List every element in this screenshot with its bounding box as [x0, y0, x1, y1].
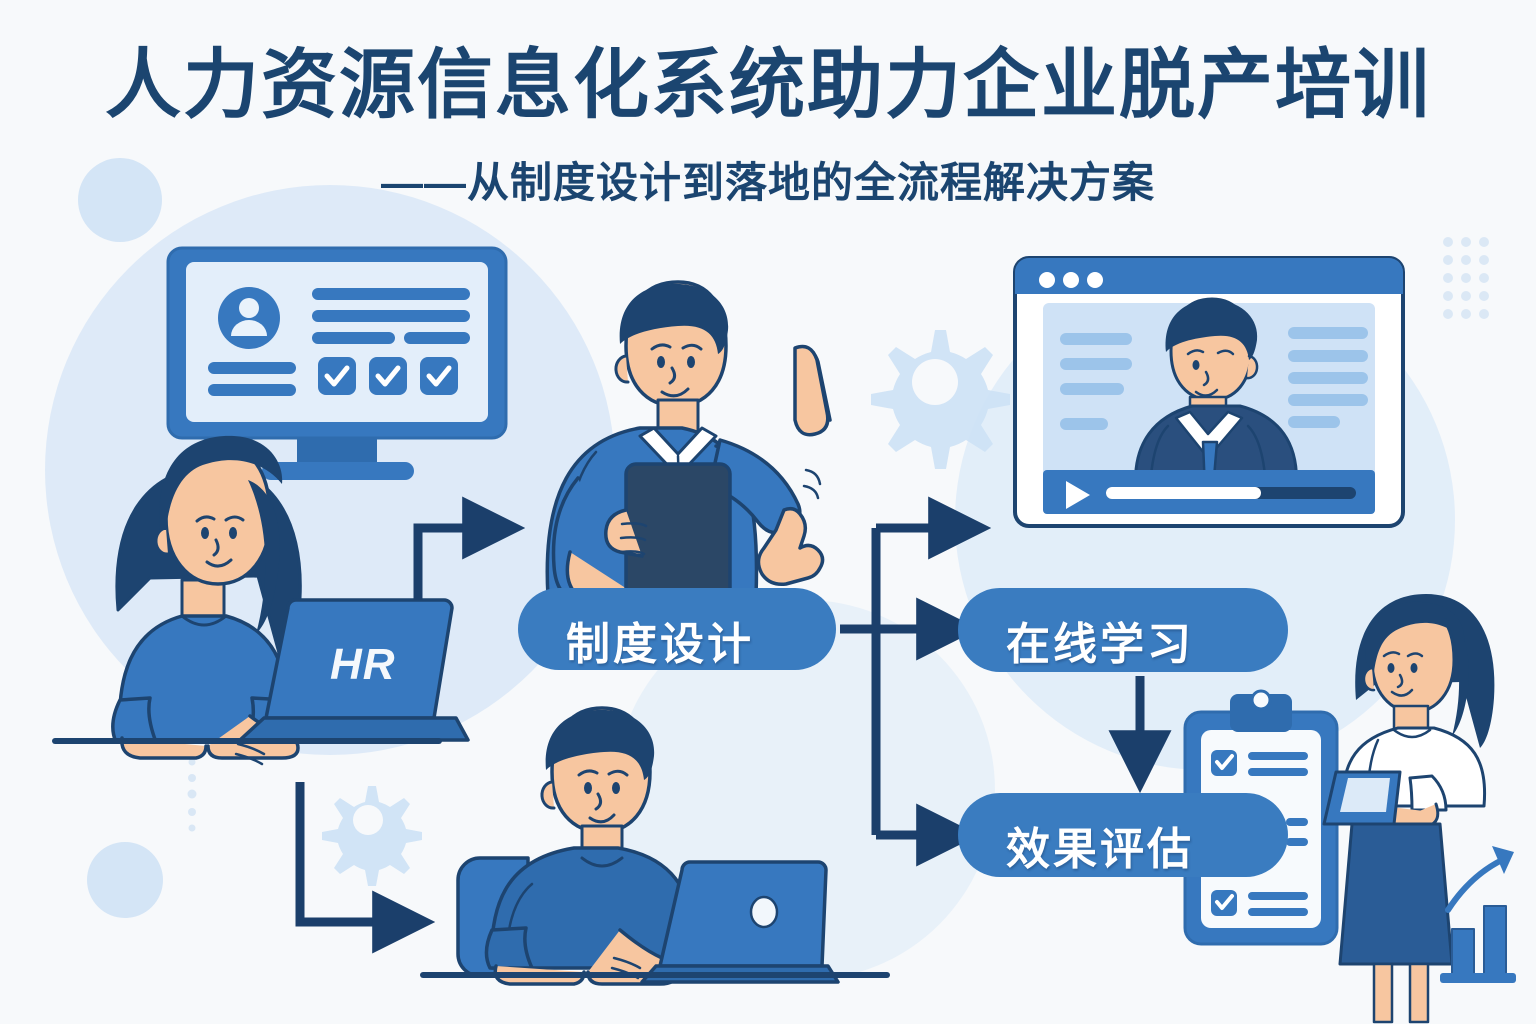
- reviewer-eye-left: [1387, 663, 1395, 673]
- hr-officer-scene: [52, 435, 470, 766]
- window-titlebar: [1015, 258, 1403, 294]
- window-dot-3: [1087, 272, 1103, 288]
- window-dot-2: [1063, 272, 1079, 288]
- video-right-text-rows: [1288, 327, 1368, 428]
- reviewer-eye-right: [1410, 663, 1418, 673]
- laptop-logo: [749, 895, 779, 929]
- video-player-window[interactable]: [1013, 256, 1405, 528]
- instructor-eye-left: [1192, 360, 1200, 370]
- arrow-hr-to-system-design: [413, 496, 526, 600]
- hr-eye-right: [229, 527, 237, 539]
- hr-laptop-badge: HR: [330, 640, 396, 689]
- hr-desk-line: [52, 738, 442, 744]
- gear-icon-large: [871, 330, 1010, 469]
- employee-dashboard-monitor: [166, 246, 508, 480]
- pill-system-design[interactable]: [518, 588, 836, 670]
- window-dot-1: [1039, 272, 1055, 288]
- bar-chart-rising-arrow: [1440, 846, 1516, 983]
- page-subtitle: ——从制度设计到落地的全流程解决方案: [380, 159, 1155, 206]
- pill-effect-review[interactable]: [958, 793, 1288, 877]
- dashboard-checkbox-group[interactable]: [318, 357, 458, 395]
- decor-circle-bottom-left: [87, 842, 163, 918]
- hr-laptop-base: [238, 716, 470, 742]
- dashboard-text-rows: [208, 288, 470, 396]
- learner-desk-line: [420, 972, 890, 978]
- learner-eye-right: [612, 782, 620, 794]
- gear-icon-small: [322, 786, 422, 886]
- index-finger-up-icon: [756, 506, 825, 587]
- presenter-eye-right: [687, 356, 695, 368]
- user-avatar-icon: [218, 287, 280, 349]
- decor-dot-grid: [1443, 237, 1489, 319]
- pill-online-learning[interactable]: [958, 588, 1288, 672]
- decor-dot-column: [187, 758, 197, 832]
- trend-line: [1445, 857, 1505, 913]
- trend-arrowhead: [1492, 846, 1514, 874]
- arrow-hr-to-learner: [295, 782, 436, 954]
- monitor-neck: [297, 438, 377, 466]
- learner-eye-left: [584, 782, 592, 794]
- decor-circle-top-left: [78, 158, 162, 242]
- video-left-text-rows: [1060, 333, 1132, 430]
- play-icon[interactable]: [1066, 481, 1090, 509]
- chart-baseline: [1440, 973, 1516, 983]
- monitor-base: [262, 462, 414, 480]
- progress-fill: [1106, 487, 1261, 499]
- hr-eye-left: [201, 527, 209, 539]
- presenter-eye-left: [657, 356, 665, 368]
- learner-desk-scene: [420, 706, 890, 986]
- instructor-in-suit: [1134, 297, 1298, 492]
- clipboard-clip: [1230, 694, 1292, 732]
- page-title: 人力资源信息化系统助力企业脱产培训: [105, 43, 1431, 128]
- presenter-scene: [545, 280, 832, 612]
